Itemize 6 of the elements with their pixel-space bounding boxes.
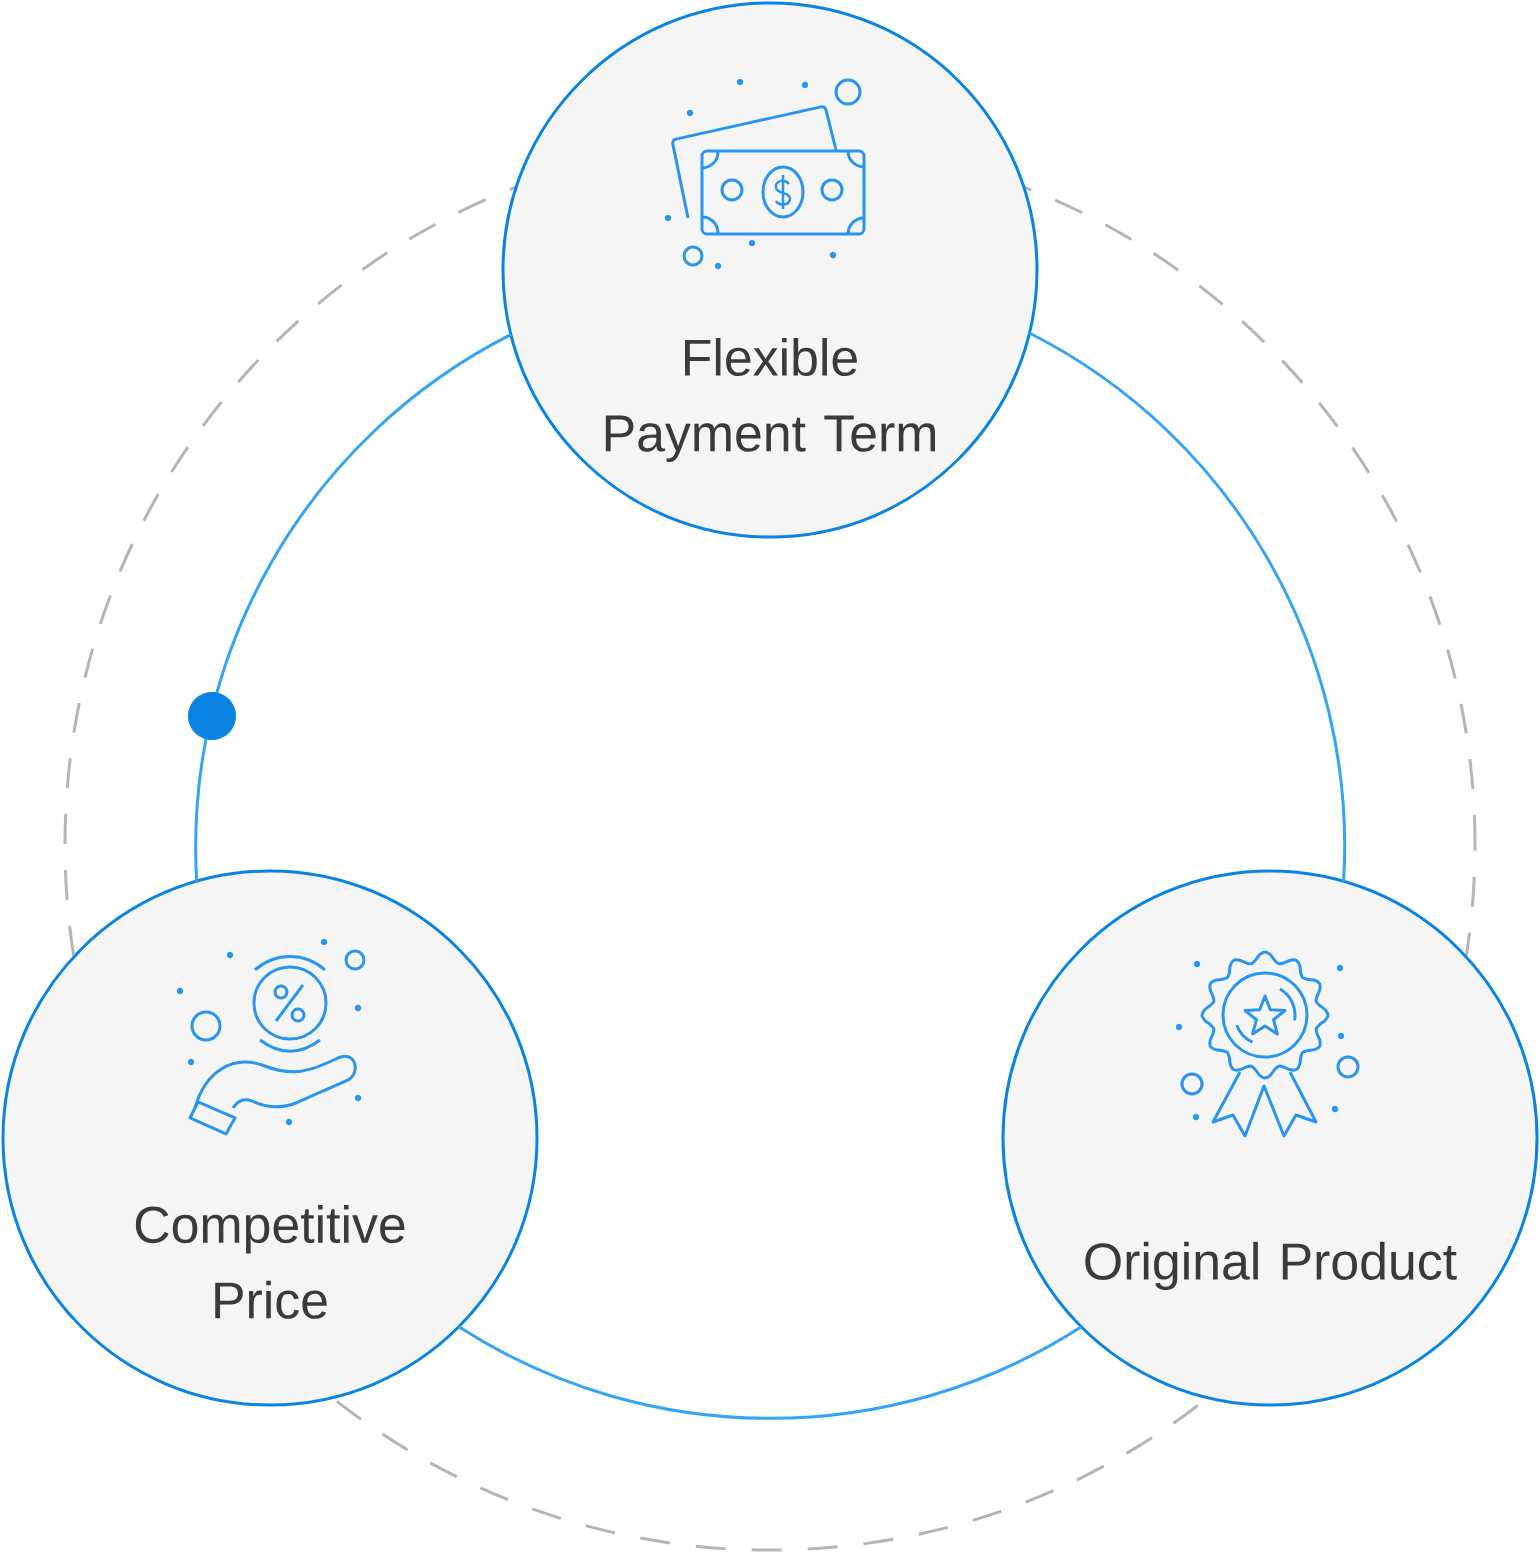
connector-arc: [1028, 331, 1346, 882]
connector-arc: [458, 1325, 1083, 1420]
circle-node: Original Product: [1001, 869, 1539, 1407]
connector-arc: [194, 333, 512, 883]
circle-node: Flexible Payment Term: [501, 1, 1039, 539]
circle-node: Competitive Price: [1, 869, 539, 1407]
